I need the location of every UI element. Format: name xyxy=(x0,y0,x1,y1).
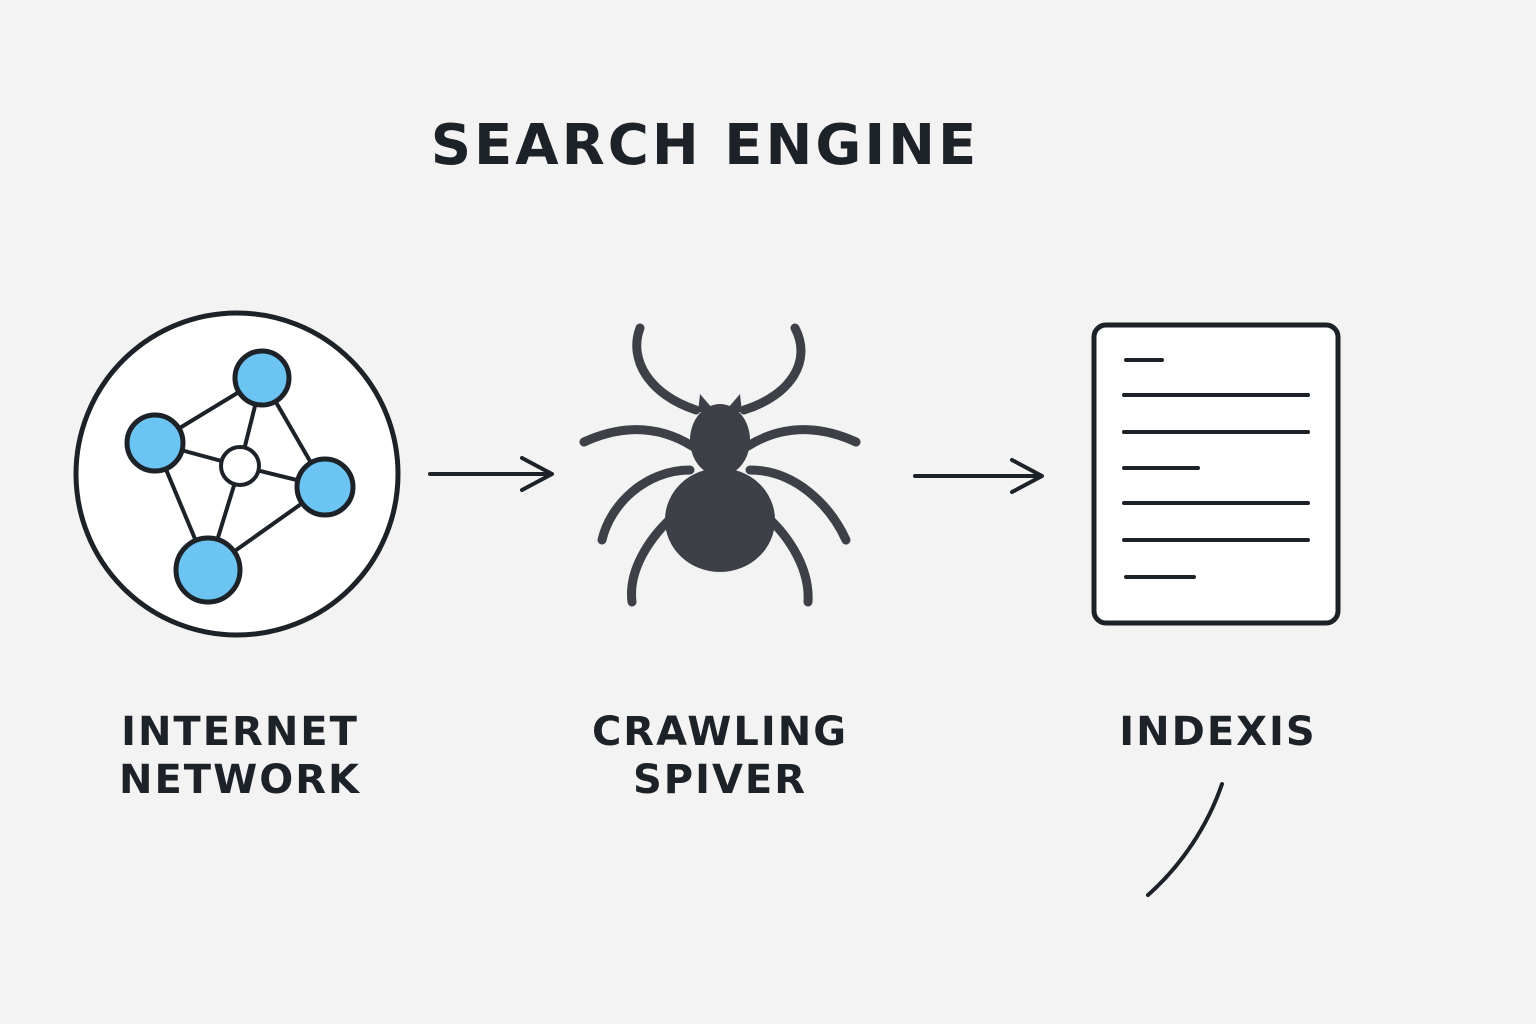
stage-label-line: INDEXIS xyxy=(1119,709,1317,755)
network-icon xyxy=(73,310,401,638)
stage-label-network: INTERNET NETWORK xyxy=(90,708,390,804)
pointer-line xyxy=(1146,782,1224,897)
stage-label-line: INTERNET xyxy=(121,709,359,755)
stage-label-index: INDEXIS xyxy=(1068,708,1368,756)
stage-label-line: CRAWLING xyxy=(591,709,849,755)
stage-label-spider: CRAWLING SPIVER xyxy=(570,708,870,804)
stage-label-line: SPIVER xyxy=(632,757,808,803)
spider-icon xyxy=(579,323,861,607)
arrow-right-icon xyxy=(913,458,1044,494)
arrow-right-icon xyxy=(428,456,554,492)
stage-label-line: NETWORK xyxy=(118,757,361,803)
diagram-title: SEARCH ENGINE xyxy=(430,113,980,178)
document-icon xyxy=(1091,322,1341,626)
